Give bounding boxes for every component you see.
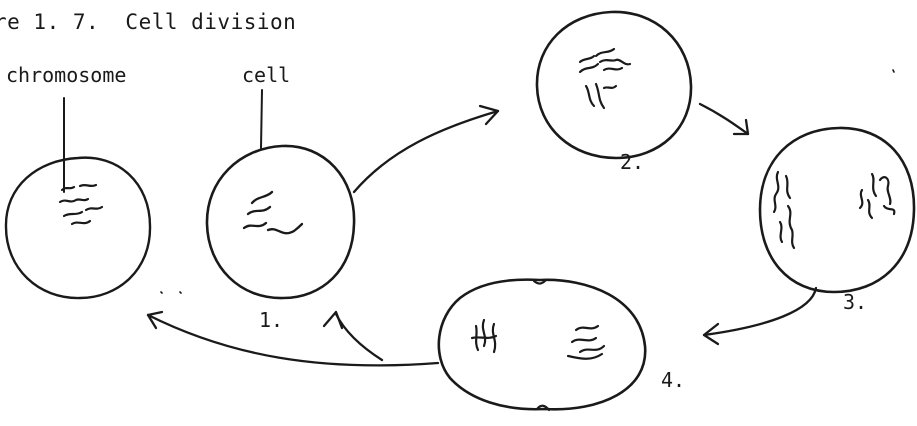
- stage-2-chromosomes: [580, 49, 630, 108]
- stage-4-cell: [439, 280, 645, 410]
- stage-4-chromosomes-left: [472, 320, 496, 352]
- stage-3-chromosomes-right: [860, 174, 894, 218]
- arrow-stage-4-to-1: [324, 312, 382, 360]
- stage-1-chromosomes: [244, 192, 302, 233]
- arrow-stage-3-to-4: [704, 288, 816, 344]
- reference-cell: [6, 158, 150, 298]
- scan-specks: [161, 70, 894, 293]
- arrow-stage-4-to-reference: [148, 312, 438, 365]
- arrow-stage-1-to-2: [354, 106, 498, 192]
- stage-3-chromosomes-left: [774, 172, 794, 248]
- arrow-stage-2-to-3: [700, 104, 748, 134]
- stage-1-cell: [207, 146, 354, 298]
- stage-4-chromosomes-right: [568, 326, 604, 359]
- reference-cell-chromosomes: [60, 185, 102, 224]
- stage-2-cell: [537, 12, 691, 158]
- cell-leader-line: [261, 90, 262, 148]
